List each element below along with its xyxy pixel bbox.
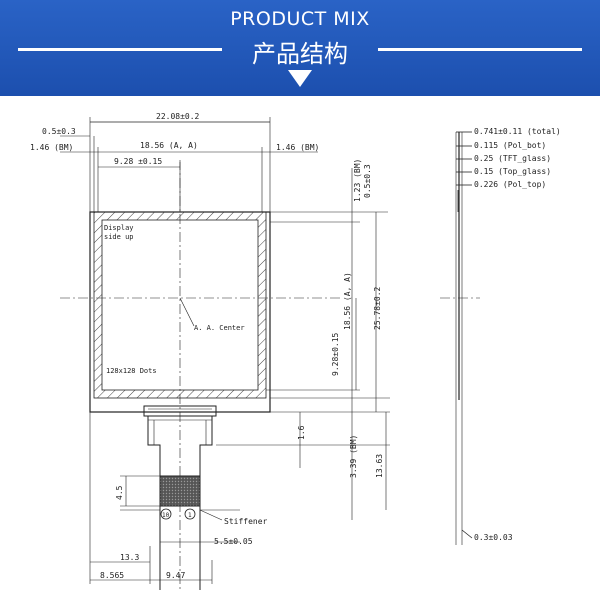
dim-aa-width: 18.56 (A, A) [140, 141, 198, 150]
pin-10-label: 10 [162, 512, 170, 519]
front-view [60, 117, 390, 590]
banner-subtitle: 产品结构 [252, 40, 348, 68]
dim-bm-right: 1.46 (BM) [276, 143, 319, 152]
banner-title: PRODUCT MIX [230, 8, 370, 30]
dim-total-width: 22.08±0.2 [156, 112, 200, 121]
dim-tail-center: 13.3 [120, 553, 139, 562]
dim-bm-top: 1.23 (BM) [353, 159, 362, 202]
side-pol-top: 0.226 (Pol_top) [474, 180, 546, 189]
label-display-side-2: side up [104, 233, 134, 241]
dim-stiffener-height: 4.5 [115, 485, 124, 500]
side-view [440, 131, 480, 545]
side-top-glass: 0.15 (Top_glass) [474, 167, 551, 176]
pin-1-label: 1 [188, 512, 192, 519]
dim-top-offset: 0.5±0.3 [363, 164, 372, 198]
dim-aa-height: 18.56 (A, A) [343, 272, 352, 330]
side-pol-bot: 0.115 (Pol_bot) [474, 141, 546, 150]
divider-left [18, 48, 222, 51]
technical-drawing: 22.08±0.2 0.5±0.3 1.46 (BM) 18.56 (A, A)… [30, 112, 561, 590]
dim-tail-width: 9.47 [166, 571, 185, 580]
down-arrow-icon [288, 70, 312, 87]
label-aa-center: A. A. Center [194, 324, 245, 332]
dim-stiffener-width: 5.5±0.05 [214, 537, 253, 546]
dim-bm-left: 1.46 (BM) [30, 143, 73, 152]
side-tft-glass: 0.25 (TFT_glass) [474, 154, 551, 163]
dim-half-aa-height: 9.28±0.15 [331, 332, 340, 376]
label-dots: 128x128 Dots [106, 367, 157, 375]
dim-fpc-gap: 1.6 [297, 425, 306, 440]
header-banner: PRODUCT MIX 产品结构 [0, 0, 600, 96]
dim-left-offset: 0.5±0.3 [42, 127, 76, 136]
dim-bm-bottom: 3.39 (BM) [349, 435, 358, 478]
dim-left-offset-bottom: 8.565 [100, 571, 124, 580]
side-total-thickness: 0.741±0.11 (total) [474, 127, 561, 136]
label-display-side: Display [104, 224, 134, 232]
dim-total-height: 25.78±0.2 [373, 286, 382, 330]
divider-right [378, 48, 582, 51]
dim-half-aa-width: 9.28 ±0.15 [114, 157, 162, 166]
dim-tail-length: 13.63 [375, 454, 384, 478]
side-tail-thickness: 0.3±0.03 [474, 533, 513, 542]
label-stiffener: Stiffener [224, 517, 268, 526]
